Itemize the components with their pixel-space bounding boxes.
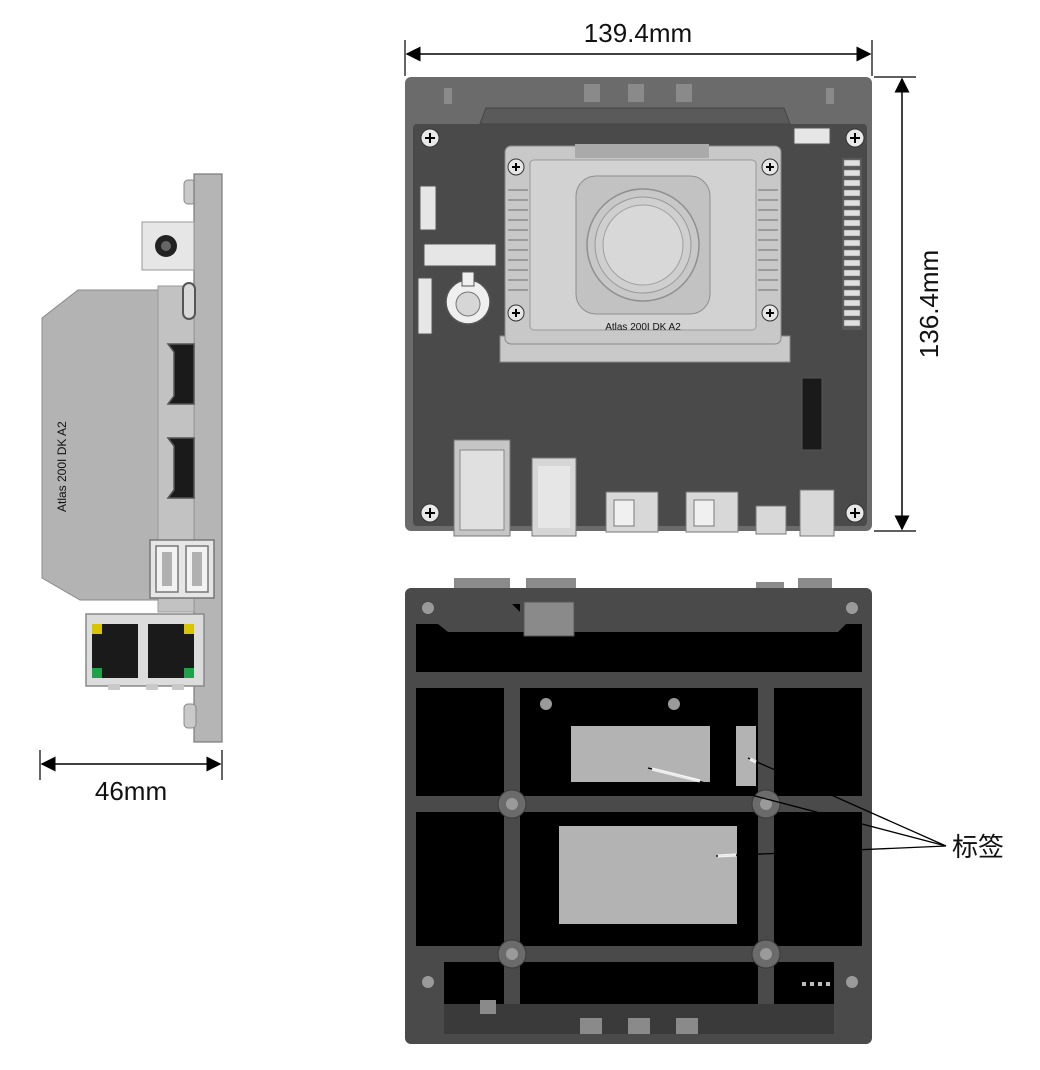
top-m2-slot (801, 377, 823, 451)
top-audio-jack-icon (799, 489, 835, 537)
dimension-height-label: 136.4mm (914, 250, 944, 358)
bottom-label-patch-1 (571, 726, 710, 782)
top-heatsink-fins-right (758, 189, 778, 291)
bottom-case-frame (416, 604, 862, 1030)
side-hdmi-port-2-icon (166, 437, 195, 499)
side-hdmi-port-1-icon (166, 343, 195, 405)
bottom-label-patch-2 (736, 726, 756, 786)
side-view: Atlas 200I DK A2 46mm (39, 173, 223, 806)
bottom-view: 标签 (405, 578, 1004, 1044)
dimension-width-label: 139.4mm (584, 18, 692, 48)
top-model-label: Atlas 200I DK A2 (605, 322, 681, 333)
side-ethernet-led-green-1 (92, 668, 102, 678)
callout-label-text: 标签 (952, 832, 1004, 862)
top-fpc-connector-1 (419, 185, 437, 231)
top-usbc-port-icon (755, 505, 787, 535)
side-ethernet-led-yellow-1 (92, 624, 102, 634)
side-usbc-port-icon (182, 282, 196, 320)
top-gpio-header (842, 158, 862, 330)
side-model-label: Atlas 200I DK A2 (55, 421, 69, 512)
side-ethernet-led-green-2 (184, 668, 194, 678)
top-heatsink-fins-left (508, 189, 528, 291)
top-fan-connector (793, 127, 831, 145)
top-csi-connector (423, 243, 497, 267)
bottom-label-patch-3 (559, 826, 737, 924)
side-ethernet-led-yellow-2 (184, 624, 194, 634)
top-fpc-connector-2 (417, 277, 433, 335)
dimension-depth-label: 46mm (95, 776, 167, 806)
top-view: 139.4mm 136.4mm (404, 18, 944, 537)
side-bottom-tab (183, 703, 197, 729)
top-mounting-holes (420, 128, 865, 523)
